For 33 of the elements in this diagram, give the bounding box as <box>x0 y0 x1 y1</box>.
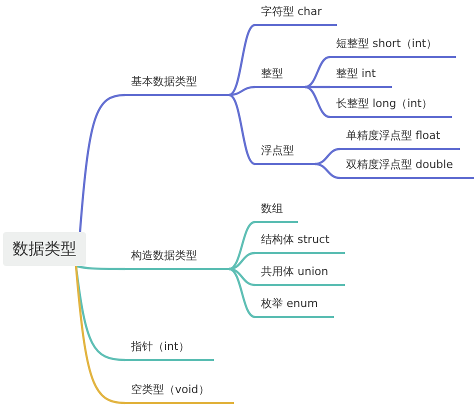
branch-line <box>228 24 256 96</box>
branch-line <box>228 86 256 96</box>
topic-label: 空类型（void） <box>125 382 234 404</box>
topic-label: 短整型 short（int） <box>330 36 456 58</box>
topic-label: 浮点型 <box>255 143 315 165</box>
topic-label: 构造数据类型 <box>125 248 229 270</box>
topic-label: 字符型 char <box>255 4 337 26</box>
branch-line <box>304 86 330 118</box>
branch-line <box>78 94 126 232</box>
branch-line <box>228 252 256 270</box>
topic-label: 指针（int） <box>125 339 214 361</box>
branch-line <box>228 220 256 270</box>
root-topic-box: 数据类型 <box>3 232 86 266</box>
topic-label: 长整型 long（int） <box>330 96 452 118</box>
topic-label: 结构体 struct <box>255 232 345 254</box>
branch-line <box>228 94 256 165</box>
branch-line <box>305 86 330 88</box>
branch-line <box>304 56 330 88</box>
topic-label: 枚举 enum <box>255 296 334 318</box>
branch-line <box>314 148 340 166</box>
topic-label: 整型 int <box>330 66 392 88</box>
branch-line <box>314 162 340 180</box>
topic-label: 整型 <box>255 66 305 88</box>
topic-label: 基本数据类型 <box>125 74 229 96</box>
branch-line <box>228 268 256 318</box>
branch-line <box>74 266 126 362</box>
topic-label: 共用体 union <box>255 264 345 286</box>
branch-line <box>228 268 256 286</box>
topic-label: 数组 <box>255 201 298 223</box>
topic-label: 单精度浮点型 float <box>340 128 460 150</box>
topic-label: 双精度浮点型 double <box>340 157 474 179</box>
branch-line <box>74 266 126 404</box>
branch-line <box>76 264 125 270</box>
